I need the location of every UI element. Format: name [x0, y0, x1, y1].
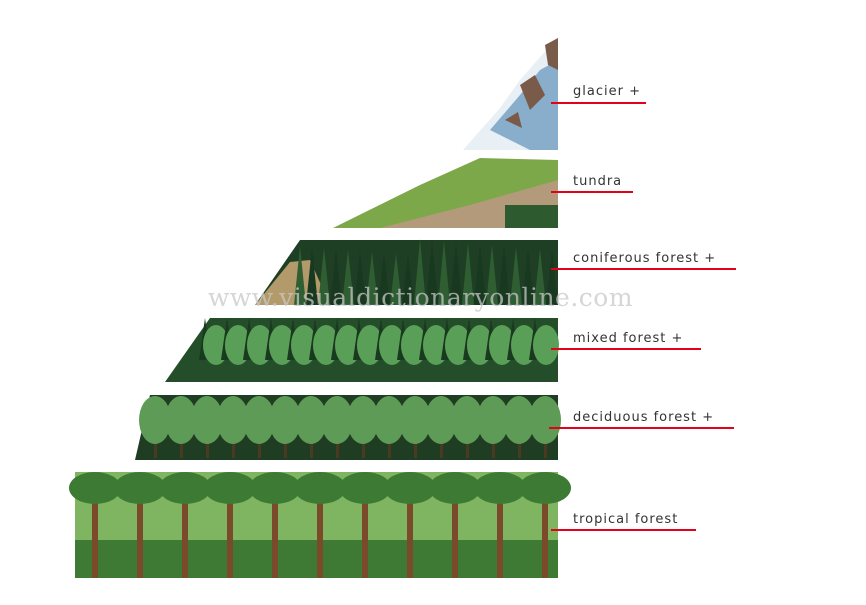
tropical-tree-canopy — [204, 472, 256, 504]
watermark: www.visualdictionaryonline.com — [208, 283, 634, 312]
leader-line-deciduous-forest — [549, 427, 734, 429]
tree-trunk — [206, 430, 209, 458]
conifer-tree — [306, 247, 318, 305]
tree-trunk — [518, 430, 521, 458]
broadleaf-tree — [451, 396, 483, 444]
tropical-tree-canopy — [294, 472, 346, 504]
tree-trunk — [92, 495, 98, 578]
tree-trunk — [466, 430, 469, 458]
tree-trunk — [284, 430, 287, 458]
tropical-tree-canopy — [114, 472, 166, 504]
conifer-tree — [510, 247, 522, 305]
broadleaf-tree — [399, 396, 431, 444]
conifer-tree — [318, 248, 330, 305]
tree-trunk — [542, 495, 548, 578]
tree-trunk — [137, 495, 143, 578]
tree-trunk — [227, 495, 233, 578]
conifer-tree — [486, 245, 498, 305]
conifer-tree — [414, 239, 426, 305]
tree-trunk — [362, 495, 368, 578]
broadleaf-tree — [503, 396, 535, 444]
conifer-tree — [450, 242, 462, 305]
conifer-tree — [462, 243, 474, 305]
conifer-tree — [366, 252, 378, 305]
tropical-tree-canopy — [339, 472, 391, 504]
tree-trunk — [310, 430, 313, 458]
conifer-tree — [474, 244, 486, 305]
conifer-tree — [534, 249, 546, 305]
tropical-tree-canopy — [474, 472, 526, 504]
conifer-tree — [378, 253, 390, 305]
tree-trunk — [407, 495, 413, 578]
tree-trunk — [272, 495, 278, 578]
tree-trunk — [452, 495, 458, 578]
tree-trunk — [317, 495, 323, 578]
label-tundra[interactable]: tundra — [573, 174, 623, 189]
tree-trunk — [497, 495, 503, 578]
broadleaf-tree — [425, 396, 457, 444]
broadleaf-tree — [139, 396, 171, 444]
label-coniferous-forest[interactable]: coniferous forest + — [573, 251, 717, 266]
coniferous-forest-zone — [255, 239, 558, 305]
conifer-tree — [390, 254, 402, 305]
tree-trunk — [336, 430, 339, 458]
tree-trunk — [440, 430, 443, 458]
conifer-tree — [294, 246, 306, 305]
broadleaf-tree — [373, 396, 405, 444]
conifer-tree — [546, 250, 558, 305]
conifer-tree — [402, 255, 414, 305]
broadleaf-tree — [191, 396, 223, 444]
label-deciduous-forest[interactable]: deciduous forest + — [573, 410, 715, 425]
broadleaf-tree — [243, 396, 275, 444]
tree-trunk — [232, 430, 235, 458]
conifer-tree — [438, 241, 450, 305]
broadleaf-tree — [165, 396, 197, 444]
tree-trunk — [544, 430, 547, 458]
leader-line-glacier — [551, 102, 646, 104]
broadleaf-tree — [217, 396, 249, 444]
conifer-tree — [330, 249, 342, 305]
deciduous-forest-zone — [135, 395, 561, 460]
leader-line-mixed-forest — [551, 348, 701, 350]
tree-trunk — [258, 430, 261, 458]
tundra-zone — [333, 158, 558, 228]
label-glacier[interactable]: glacier + — [573, 84, 641, 99]
glacier-zone — [463, 38, 558, 150]
tree-trunk — [154, 430, 157, 458]
leader-line-tropical-forest — [551, 529, 696, 531]
broadleaf-tree — [533, 325, 559, 365]
leader-line-tundra — [551, 191, 633, 193]
conifer-tree — [342, 250, 354, 305]
tropical-tree-canopy — [519, 472, 571, 504]
broadleaf-tree — [347, 396, 379, 444]
broadleaf-tree — [477, 396, 509, 444]
tropical-tree-canopy — [69, 472, 121, 504]
broadleaf-tree — [295, 396, 327, 444]
tropical-tree-canopy — [384, 472, 436, 504]
conifer-tree — [498, 246, 510, 305]
tree-trunk — [182, 495, 188, 578]
broadleaf-tree — [529, 396, 561, 444]
label-tropical-forest[interactable]: tropical forest — [573, 512, 679, 527]
broadleaf-tree — [269, 396, 301, 444]
mixed-forest-zone — [165, 318, 559, 382]
label-mixed-forest[interactable]: mixed forest + — [573, 331, 684, 346]
leader-line-coniferous-forest — [551, 268, 736, 270]
tree-trunk — [492, 430, 495, 458]
broadleaf-tree — [321, 396, 353, 444]
conifer-tree — [522, 248, 534, 305]
tree-trunk — [388, 430, 391, 458]
conifer-tree — [354, 251, 366, 305]
tree-trunk — [414, 430, 417, 458]
tropical-forest-zone — [69, 472, 571, 578]
tree-trunk — [362, 430, 365, 458]
tropical-tree-canopy — [249, 472, 301, 504]
tropical-tree-canopy — [429, 472, 481, 504]
tree-trunk — [180, 430, 183, 458]
conifer-tree — [426, 240, 438, 305]
tropical-tree-canopy — [159, 472, 211, 504]
